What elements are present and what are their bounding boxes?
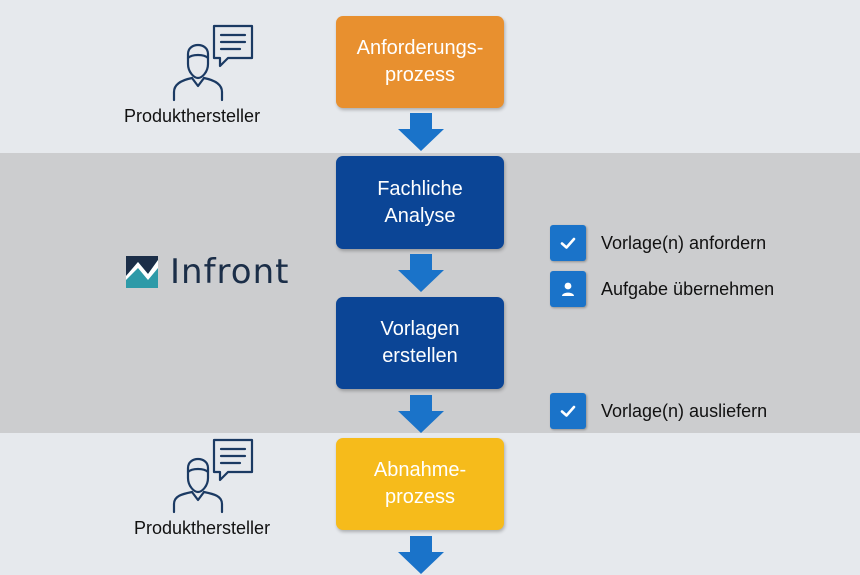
actor-label-bottom: Produkthersteller xyxy=(134,518,271,538)
action-vorlagen-ausliefern: Vorlage(n) ausliefern xyxy=(550,393,767,429)
person-speech-icon xyxy=(172,438,254,514)
down-arrow-icon xyxy=(398,395,444,433)
infront-logo-mark-icon xyxy=(126,256,158,288)
step-fachliche-analyse: Fachliche Analyse xyxy=(336,156,504,249)
infront-logo-text: Infront xyxy=(170,252,290,292)
action-aufgabe-uebernehmen: Aufgabe übernehmen xyxy=(550,271,774,307)
action-vorlagen-anfordern: Vorlage(n) anfordern xyxy=(550,225,766,261)
action-label: Aufgabe übernehmen xyxy=(601,278,775,299)
infront-logo: Infront xyxy=(126,252,290,292)
person-icon xyxy=(550,271,586,307)
checkmark-icon xyxy=(550,393,586,429)
step-abnahmeprozess: Abnahme- prozess xyxy=(336,438,504,530)
person-speech-icon xyxy=(172,24,254,102)
down-arrow-icon xyxy=(398,254,444,292)
action-label: Vorlage(n) ausliefern xyxy=(601,400,768,421)
step-anforderungsprozess: Anforderungs- prozess xyxy=(336,16,504,108)
down-arrow-icon xyxy=(398,536,444,574)
action-label: Vorlage(n) anfordern xyxy=(601,232,767,253)
checkmark-icon xyxy=(550,225,586,261)
step-vorlagen-erstellen: Vorlagen erstellen xyxy=(336,297,504,389)
actor-label-top: Produkthersteller xyxy=(124,106,261,126)
down-arrow-icon xyxy=(398,113,444,151)
